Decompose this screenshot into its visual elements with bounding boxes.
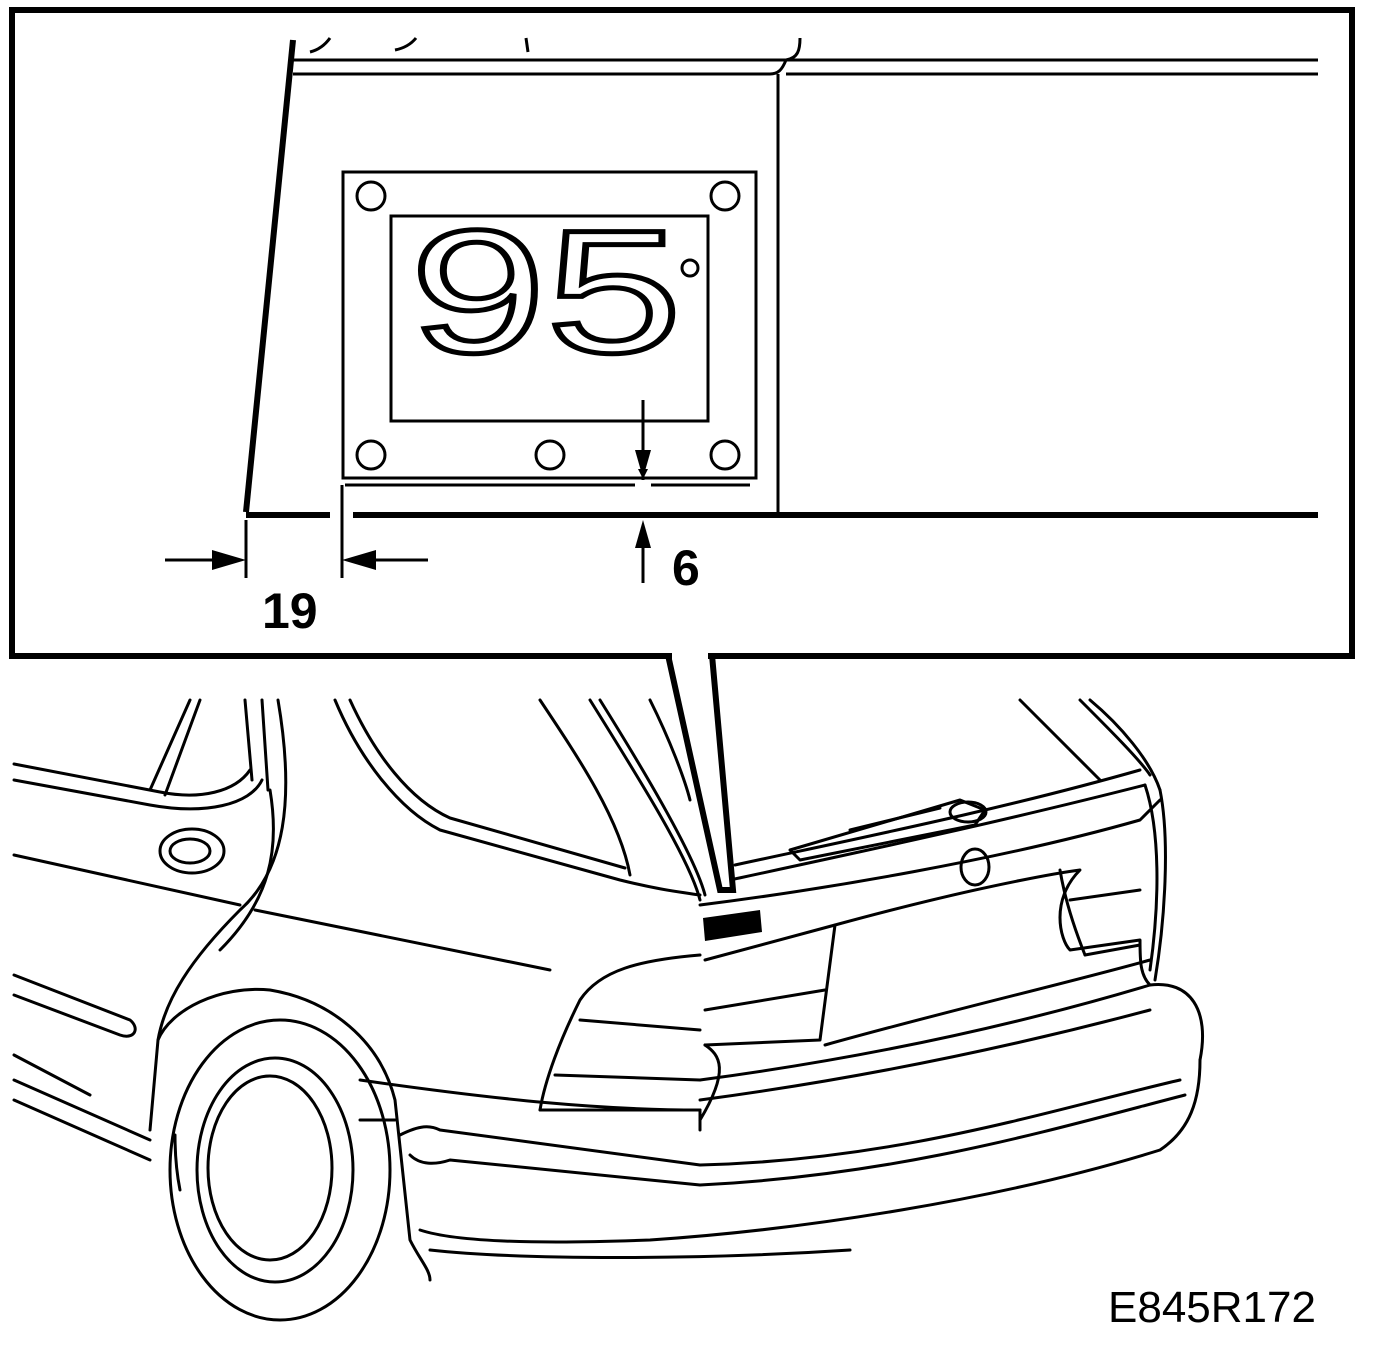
mounting-hole-icon [355,180,387,212]
mounting-hole-icon [709,439,741,471]
mounting-hole-icon [709,180,741,212]
registered-mark-icon [680,258,700,278]
mounting-hole-icon [355,439,387,471]
dimension-side [165,485,428,578]
arrowhead-up-icon [635,520,651,548]
arrowhead-down-icon [635,450,651,478]
fuel-cap-icon [158,827,226,875]
dimension-label-side: 19 [262,583,318,639]
mounting-hole-icon [534,439,566,471]
rear-wheel-icon [168,1018,392,1322]
arrowhead-left-icon [342,550,376,570]
arrowhead-right-icon [212,550,246,570]
car-rear-illustration [12,698,1205,1322]
emblem-location-marker [703,910,762,941]
dimension-label-bottom: 6 [672,540,700,596]
detail-inset: 95 19 6 [9,7,1355,659]
emblem-text: 95 [410,195,682,390]
callout-pointer [665,654,737,893]
figure-code: E845R172 [1108,1283,1316,1332]
emblem-plate [341,170,758,480]
